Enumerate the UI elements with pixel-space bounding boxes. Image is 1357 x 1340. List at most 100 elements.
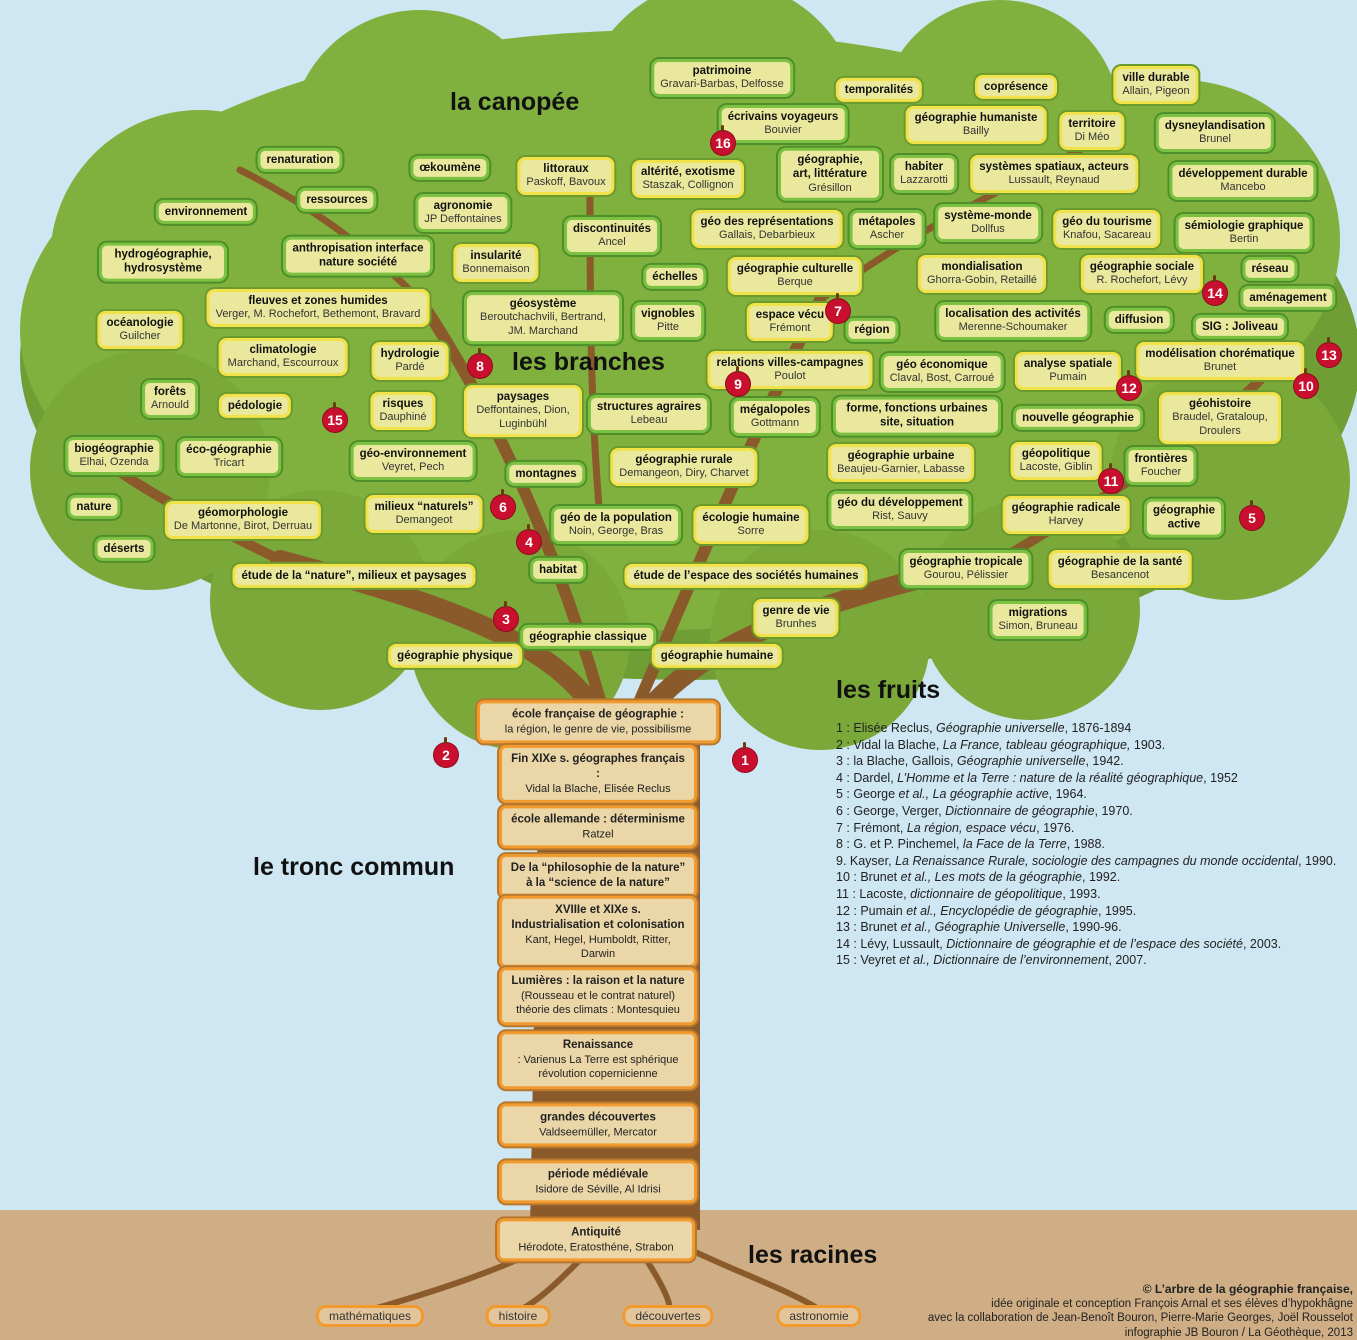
credits-line: avec la collaboration de Jean-Benoît Bou… xyxy=(927,1312,1353,1324)
node-title: déserts xyxy=(103,542,145,555)
node-title: nouvelle géographie xyxy=(1022,411,1134,424)
node-authors: Arnould xyxy=(151,399,189,412)
node-title: géographie rurale xyxy=(635,453,733,466)
reference-item: 6 : George, Verger, Dictionnaire de géog… xyxy=(836,803,1133,818)
node-title: sémiologie graphique xyxy=(1184,219,1304,232)
node-pedologie: pédologie xyxy=(218,393,292,419)
apple-2: 2 xyxy=(434,737,458,767)
node-authors: Berque xyxy=(777,276,813,289)
reference-item: 10 : Brunet et al., Les mots de la géogr… xyxy=(836,870,1121,885)
node-authors: Lazzarotti xyxy=(900,174,948,187)
node-title: développement durable xyxy=(1178,167,1308,180)
node-authors: Claval, Bost, Carroué xyxy=(889,372,995,385)
node-authors: Knafou, Sacareau xyxy=(1062,229,1152,242)
node-title: anthropisation interface nature société xyxy=(292,242,424,269)
trunk-authors: : Varienus La Terre est sphérique révolu… xyxy=(517,1054,679,1081)
node-title: région xyxy=(854,323,890,336)
node-geo-humaine: géographie humaine xyxy=(651,643,783,669)
node-authors: Staszak, Collignon xyxy=(642,179,734,192)
node-title: modélisation chorématique xyxy=(1145,347,1295,360)
node-region: région xyxy=(845,317,899,343)
references-list: 1 : Elisée Reclus, Géographie universell… xyxy=(836,720,1336,969)
node-title: géographie tropicale xyxy=(909,555,1023,568)
node-nouvelle-geo: nouvelle géographie xyxy=(1013,405,1143,431)
node-authors: Harvey xyxy=(1048,515,1084,528)
node-nature: nature xyxy=(67,494,121,520)
apple-13: 13 xyxy=(1317,337,1341,367)
credits-line: idée originale et conception François Ar… xyxy=(991,1297,1353,1310)
apple-6: 6 xyxy=(491,489,515,519)
node-etude-espace: étude de l’espace des sociétés humaines xyxy=(624,563,868,589)
node-authors: Ancel xyxy=(598,236,626,249)
node-habitat: habitat xyxy=(530,557,586,583)
node-diffusion: diffusion xyxy=(1105,307,1173,333)
apple-3: 3 xyxy=(494,601,518,631)
apple-7: 7 xyxy=(826,293,850,323)
node-environnement: environnement xyxy=(155,199,257,225)
node-title: environnement xyxy=(164,205,248,218)
node-title: géographie humaine xyxy=(660,649,774,662)
node-title: ville durable xyxy=(1122,71,1190,84)
apple-14: 14 xyxy=(1203,275,1227,305)
node-authors: Gravari-Barbas, Delfosse xyxy=(660,78,784,91)
node-title: milieux “naturels” xyxy=(374,500,474,513)
node-milieux: milieux “naturels”Demangeot xyxy=(365,494,483,534)
trunk-authors: Isidore de Séville, Al Idrisi xyxy=(535,1183,661,1196)
trunk-authors: Vidal la Blache, Elisée Reclus xyxy=(525,782,671,795)
credits-line: infographie JB Bouron / La Géothèque, 20… xyxy=(1124,1326,1353,1339)
node-authors: Guilcher xyxy=(119,330,161,343)
node-title: échelles xyxy=(652,270,698,283)
node-title: paysages xyxy=(496,391,550,404)
trunk-title: période médiévale xyxy=(547,1168,649,1181)
root-2: découvertes xyxy=(622,1305,714,1327)
node-title: systèmes spatiaux, acteurs xyxy=(979,160,1129,173)
node-title: géographie active xyxy=(1153,504,1215,531)
node-authors: Frémont xyxy=(769,322,811,335)
root-3: astronomie xyxy=(776,1305,862,1327)
node-title: analyse spatiale xyxy=(1023,357,1113,370)
root-1: histoire xyxy=(485,1305,551,1327)
node-title: géographie de la santé xyxy=(1057,555,1183,568)
node-authors: Pitte xyxy=(656,321,679,334)
reference-item: 3 : la Blache, Gallois, Géographie unive… xyxy=(836,754,1124,769)
reference-item: 14 : Lévy, Lussault, Dictionnaire de géo… xyxy=(836,936,1282,951)
node-title: géo du tourisme xyxy=(1062,215,1152,228)
node-title: forme, fonctions urbaines site, situatio… xyxy=(846,402,988,429)
trunk-title: Lumières : la raison et la nature xyxy=(511,975,685,988)
node-title: océanologie xyxy=(106,316,174,329)
node-title: métapoles xyxy=(858,215,916,228)
node-sig: SIG : Joliveau xyxy=(1192,314,1288,340)
node-authors: Bouvier xyxy=(764,124,802,137)
trunk-philosophie: De la “philosophie de la nature” à la “s… xyxy=(499,854,697,898)
reference-item: 8 : G. et P. Pinchemel, la Face de la Te… xyxy=(836,837,1105,852)
apple-15: 15 xyxy=(323,402,347,432)
node-authors: Marchand, Escourroux xyxy=(227,357,339,370)
node-authors: Beaujeu-Garnier, Labasse xyxy=(837,463,965,476)
node-authors: Sorre xyxy=(737,525,765,538)
node-title: géo des représentations xyxy=(700,215,834,228)
reference-item: 13 : Brunet et al., Géographie Universel… xyxy=(836,920,1122,935)
